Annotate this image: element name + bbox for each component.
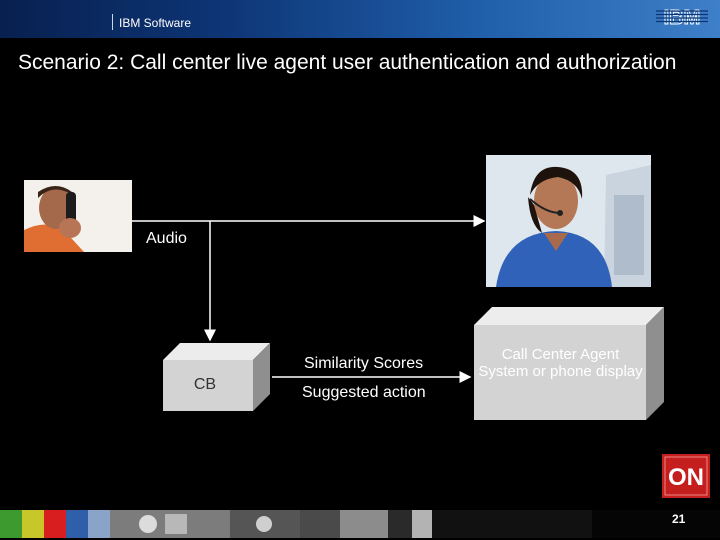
app-title: IBM Software bbox=[119, 16, 192, 30]
agent-photo bbox=[486, 155, 651, 287]
svg-text:ON: ON bbox=[668, 464, 704, 491]
cb-box bbox=[163, 343, 270, 411]
audio-label: Audio bbox=[146, 230, 187, 247]
suggested-action-label: Suggested action bbox=[302, 384, 426, 401]
caller-photo bbox=[24, 180, 132, 252]
ibm-logo: IBM bbox=[656, 7, 708, 28]
agent-system-box bbox=[474, 307, 664, 420]
similarity-scores-label: Similarity Scores bbox=[304, 355, 424, 372]
header-divider bbox=[112, 14, 113, 30]
svg-text:IBM: IBM bbox=[664, 7, 701, 28]
cb-label: CB bbox=[193, 376, 217, 393]
on-demand-badge: ON bbox=[662, 454, 710, 498]
footer-strip bbox=[0, 508, 720, 540]
page-number: 21 bbox=[672, 512, 686, 526]
header-bar: IBM Software IBM bbox=[0, 0, 720, 38]
slide-title: Scenario 2: Call center live agent user … bbox=[18, 51, 677, 74]
agent-system-label: Call Center Agent System or phone displa… bbox=[478, 346, 643, 380]
